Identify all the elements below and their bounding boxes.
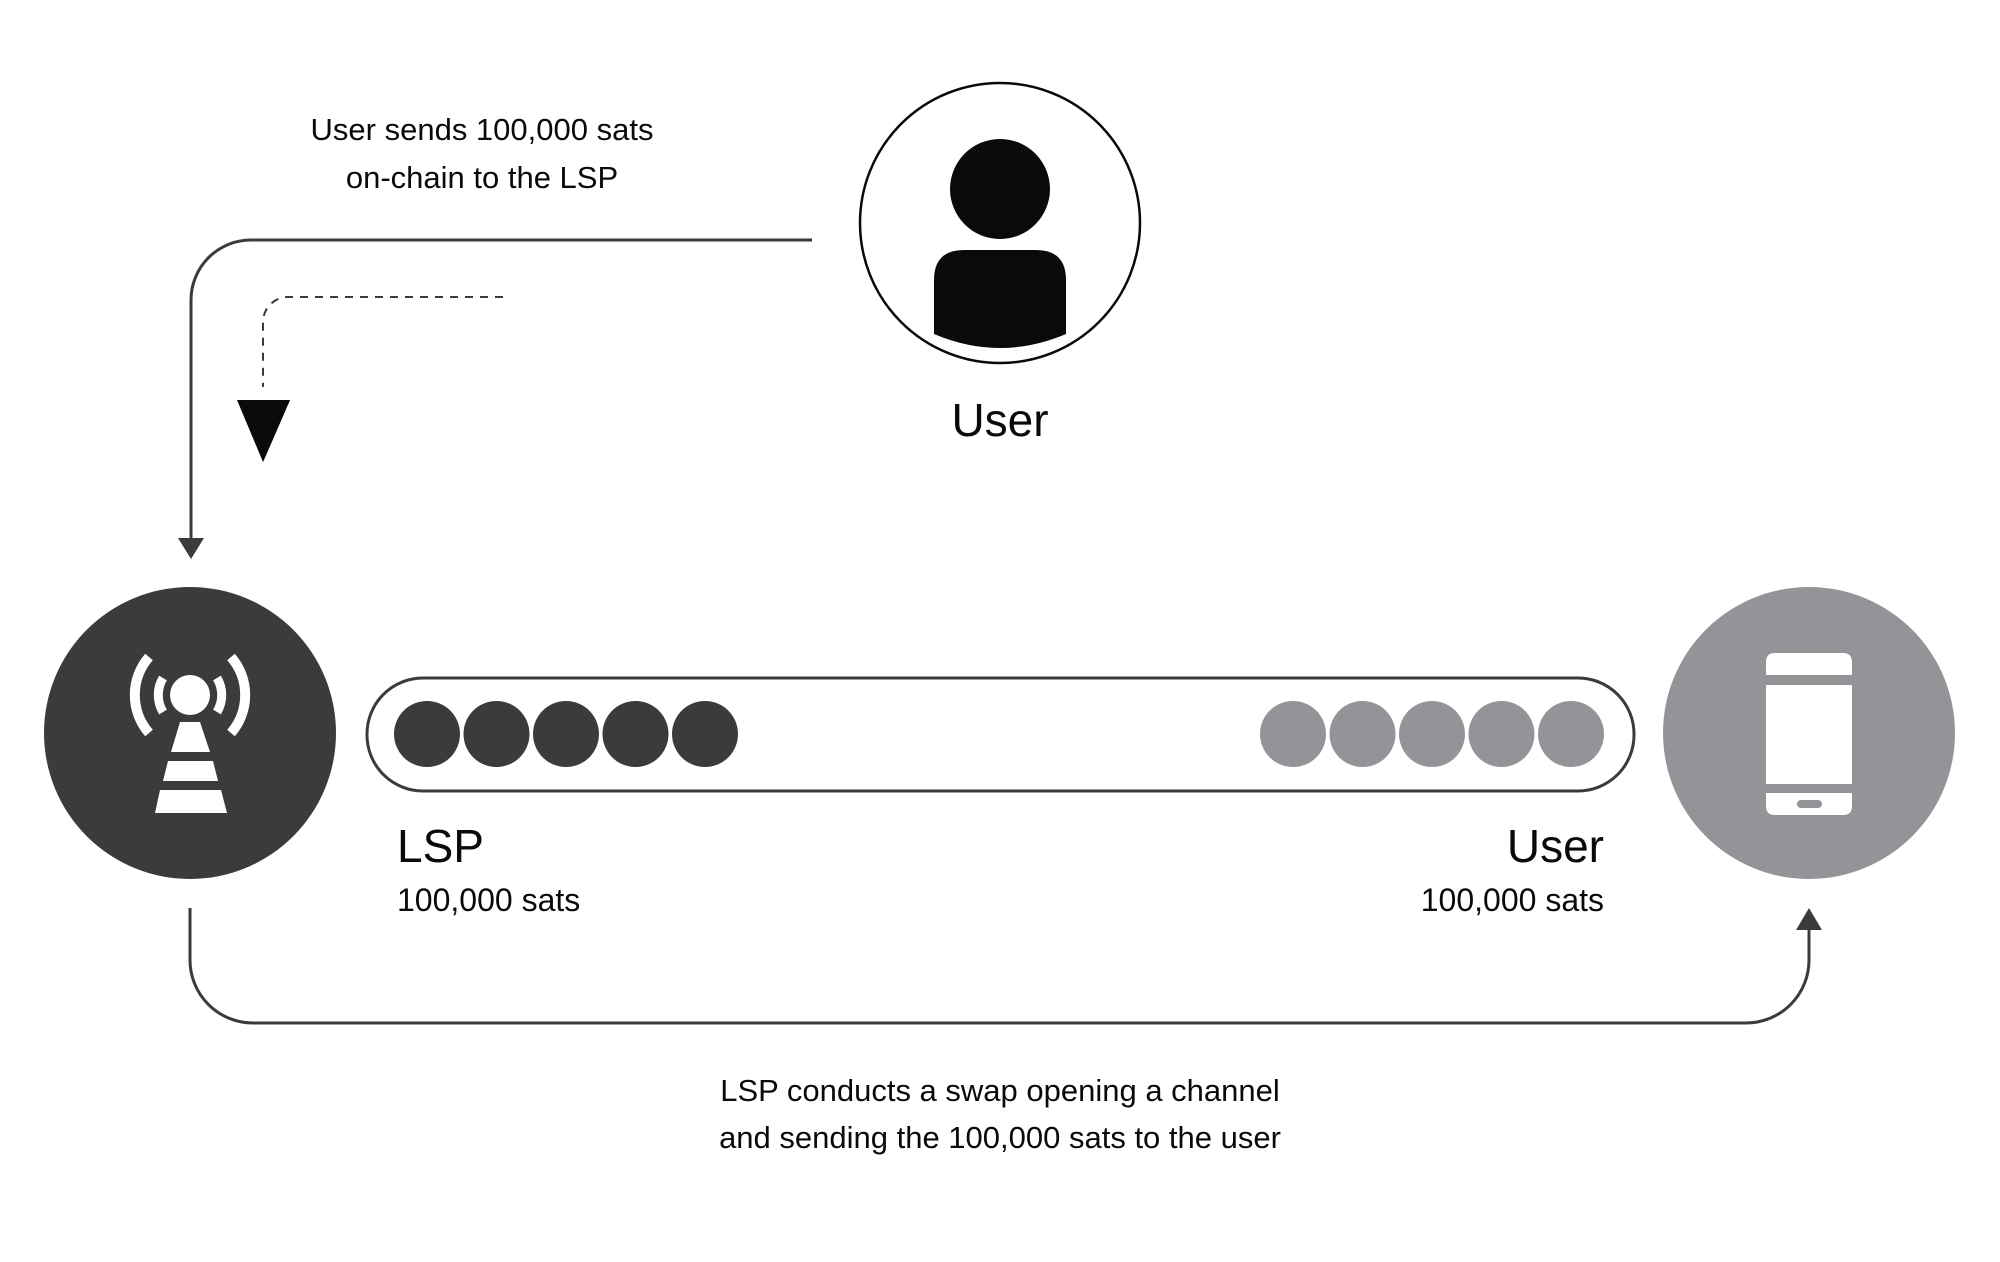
radio-tower-icon [129, 653, 251, 813]
channel-left-amount: 100,000 sats [397, 882, 580, 918]
sat-coin [1329, 701, 1396, 767]
onchain-arrowhead-icon [178, 538, 204, 559]
sat-coin [1468, 701, 1535, 767]
swap-arrow-line [188, 908, 1811, 1025]
onchain-arrow-line [189, 238, 812, 540]
sat-coin [1260, 701, 1326, 767]
sat-coin [533, 701, 599, 767]
user-node-label: User [951, 394, 1048, 446]
person-icon [934, 139, 1066, 348]
swap-arrowhead-icon [1796, 908, 1822, 930]
dashed-arrowhead-notch [237, 400, 290, 462]
user-coins [1260, 701, 1604, 767]
sat-coin [463, 701, 530, 767]
channel-right-label: User [1507, 820, 1604, 872]
bottom-caption-line-1: LSP conducts a swap opening a channel [720, 1073, 1280, 1108]
dashed-arrow-line [262, 296, 503, 387]
channel-right-amount: 100,000 sats [1421, 882, 1604, 918]
channel-bar [365, 676, 1636, 793]
sat-coin [1538, 701, 1604, 767]
channel-left-label: LSP [397, 820, 484, 872]
lsp-coins [394, 701, 738, 767]
lsp-node [44, 587, 336, 879]
user-node [858, 81, 1142, 365]
smartphone-icon [1766, 653, 1852, 815]
sat-coin [394, 701, 460, 767]
sat-coin [672, 701, 738, 767]
sat-coin [1399, 701, 1465, 767]
top-caption-line-1: User sends 100,000 sats [311, 112, 654, 147]
phone-node [1663, 587, 1955, 879]
top-caption-line-2: on-chain to the LSP [346, 160, 618, 195]
sat-coin [602, 701, 669, 767]
bottom-caption-line-2: and sending the 100,000 sats to the user [719, 1120, 1281, 1155]
